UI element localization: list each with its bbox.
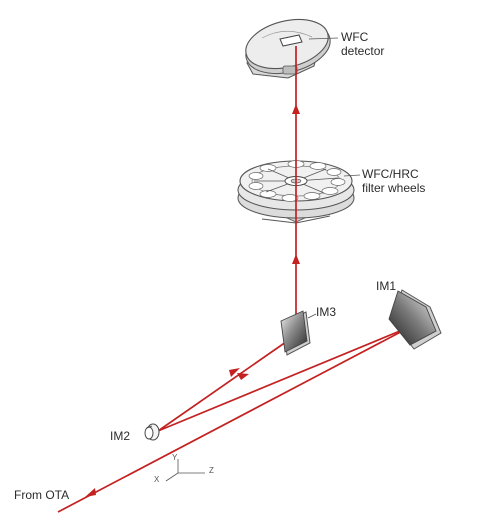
im2-mirror [144, 423, 160, 441]
axis-indicator [165, 459, 205, 482]
arrow-to-im3 [229, 368, 240, 377]
beam-im2-to-im3 [157, 334, 297, 432]
wfc-detector-label-line2: detector [341, 44, 385, 58]
im3-label: IM3 [316, 305, 337, 319]
im1-label: IM1 [376, 279, 397, 293]
axis-y-label: Y [172, 453, 178, 462]
beam-arrows [85, 104, 300, 497]
from-ota-label: From OTA [14, 488, 70, 502]
filter-wheels-label-line1: WFC/HRC [362, 167, 419, 181]
arrow-from-ota [85, 488, 96, 497]
arrow-to-im2 [237, 373, 249, 380]
wfc-detector [245, 18, 339, 79]
light-path [57, 46, 413, 513]
axis-x-line [165, 472, 179, 482]
beam-im1-to-im2 [157, 325, 413, 432]
arrow-lower-vertical [292, 254, 300, 264]
beam-from-ota-to-im1 [57, 325, 413, 513]
filter-wheels [237, 160, 361, 224]
wfc-detector-label-line1: WFC [341, 30, 369, 44]
im3-mirror [280, 310, 317, 356]
im2-label: IM2 [110, 429, 131, 443]
arrow-upper-vertical [292, 104, 300, 114]
axis-z-label: Z [209, 466, 214, 475]
axis-x-label: X [154, 475, 160, 484]
im1-mirror [388, 289, 442, 350]
filter-wheels-label-line2: filter wheels [362, 181, 426, 195]
